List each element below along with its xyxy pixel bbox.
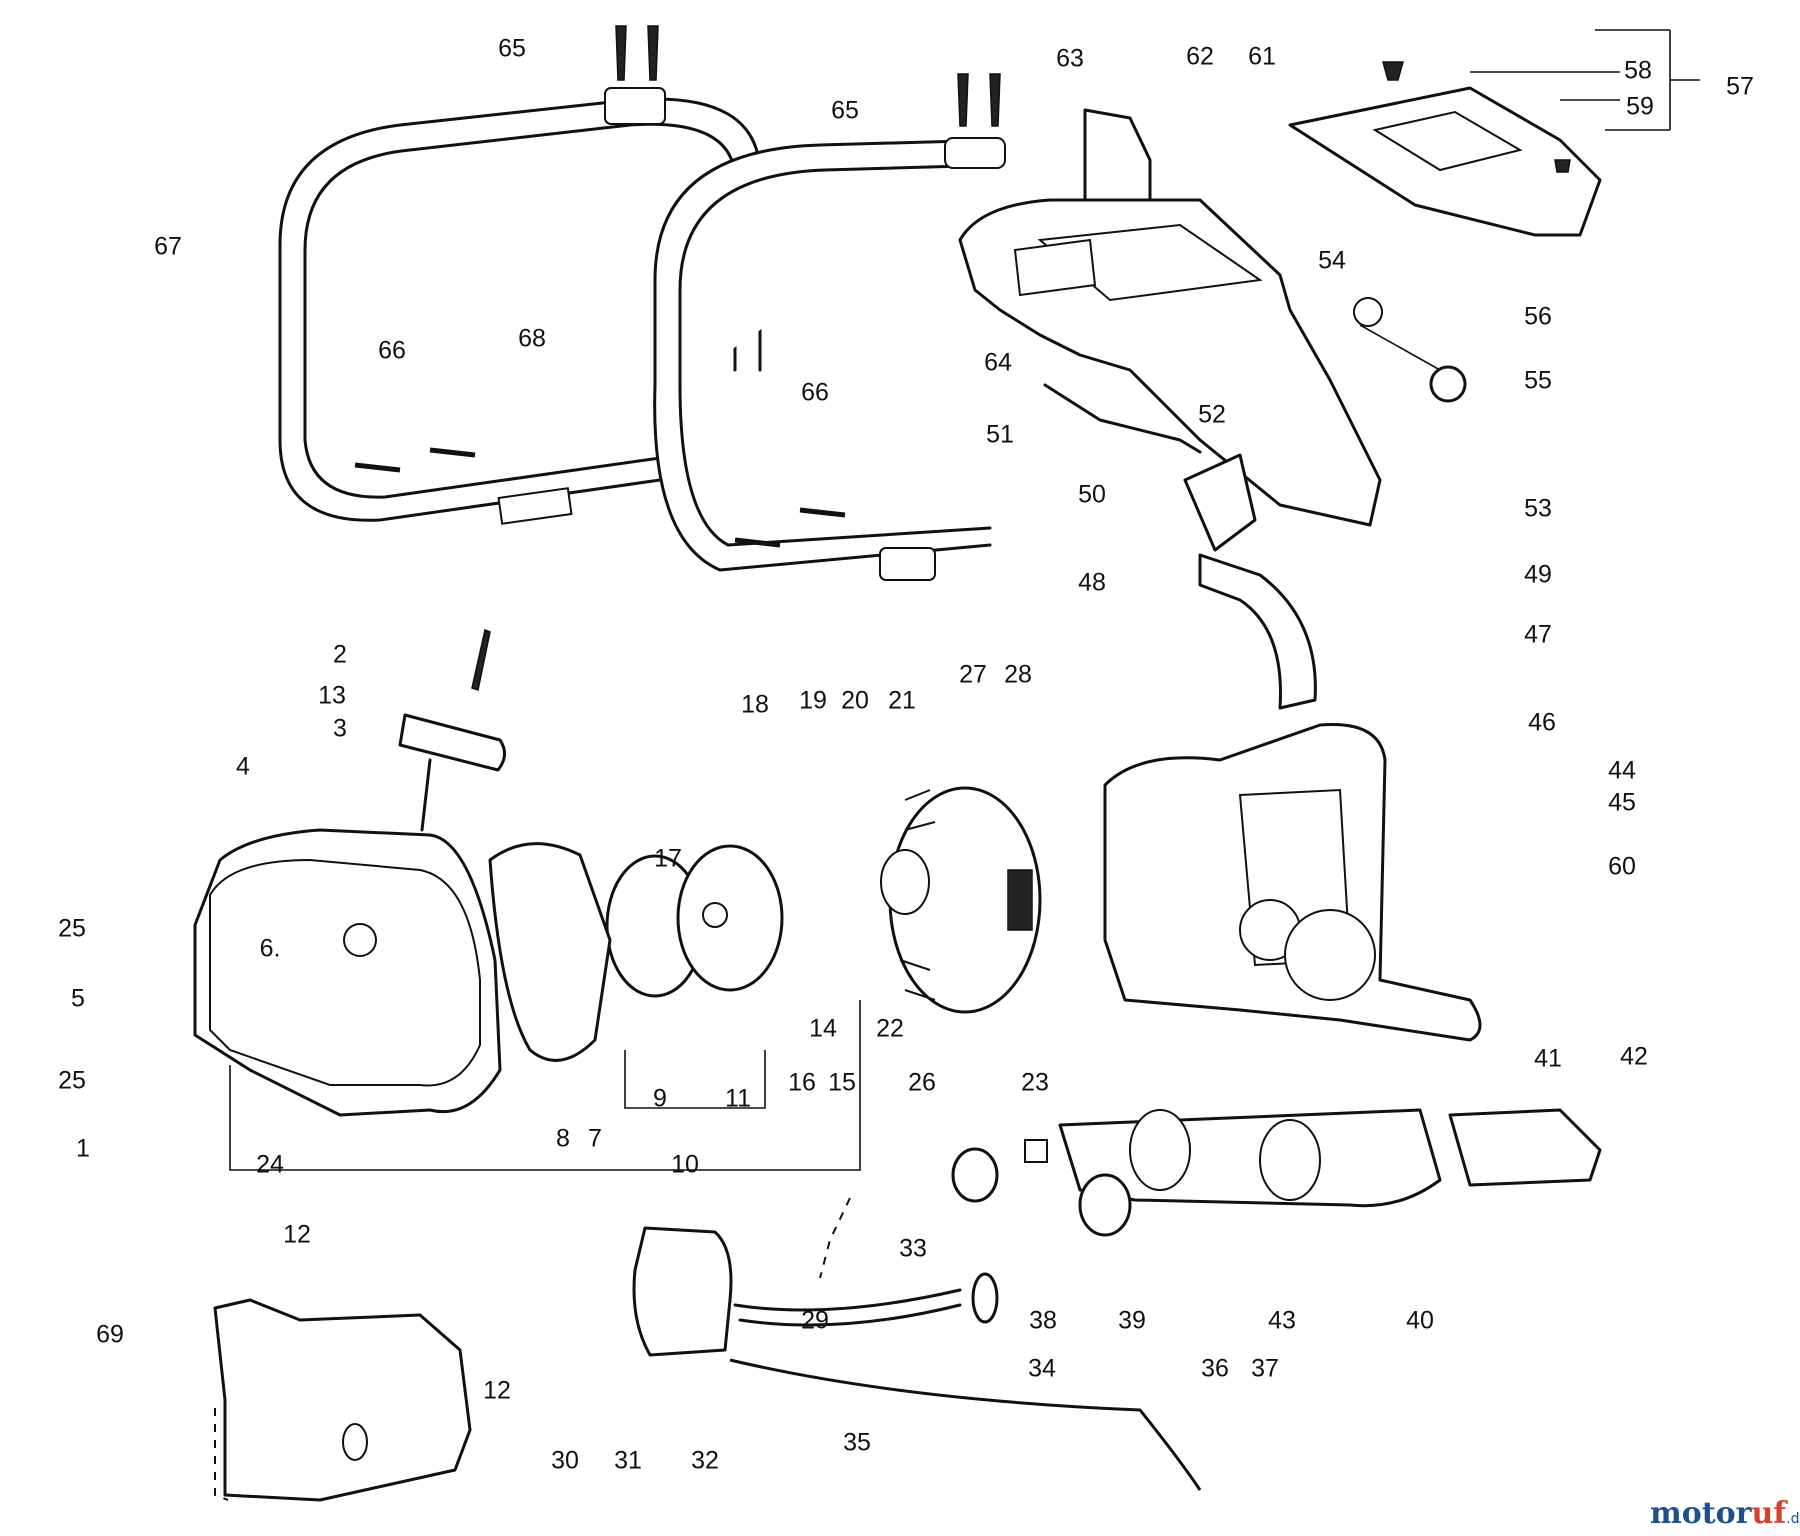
callout-13: 13 xyxy=(318,682,346,710)
callout-37: 37 xyxy=(1251,1355,1279,1383)
callout-40: 40 xyxy=(1406,1307,1434,1335)
callout-29: 29 xyxy=(801,1307,829,1335)
part-32-ignition-coil xyxy=(632,1226,1202,1491)
callout-56: 56 xyxy=(1524,303,1552,331)
callout-25: 25 xyxy=(58,1067,86,1095)
callout-49: 49 xyxy=(1524,561,1552,589)
callout-47: 47 xyxy=(1524,621,1552,649)
callout-67: 67 xyxy=(154,233,182,261)
callout-45: 45 xyxy=(1608,789,1636,817)
callout-41: 41 xyxy=(1534,1045,1562,1073)
bracket-lines xyxy=(214,29,1700,1501)
part-65-screws xyxy=(615,25,1001,127)
callout-31: 31 xyxy=(614,1447,642,1475)
callout-64: 64 xyxy=(984,349,1012,377)
callout-4: 4 xyxy=(236,753,250,781)
part-23-flywheel xyxy=(880,786,1042,1014)
callout-11: 11 xyxy=(725,1085,751,1113)
callout-2: 2 xyxy=(333,641,347,669)
callout-26: 26 xyxy=(908,1069,936,1097)
callout-32: 32 xyxy=(691,1447,719,1475)
callout-6: 6. xyxy=(260,935,281,963)
callout-65: 65 xyxy=(831,97,859,125)
callout-8: 8 xyxy=(556,1125,570,1153)
callout-54: 54 xyxy=(1318,247,1346,275)
callout-50: 50 xyxy=(1078,481,1106,509)
watermark-logo: motoruf.de xyxy=(1650,1496,1800,1531)
callout-15: 15 xyxy=(828,1069,856,1097)
callout-61: 61 xyxy=(1248,43,1276,71)
part-38-39-mounts xyxy=(951,1139,1132,1237)
callout-51: 51 xyxy=(986,421,1014,449)
callout-62: 62 xyxy=(1186,43,1214,71)
part-64-handle-housing xyxy=(958,108,1382,527)
part-55-56-choke xyxy=(1353,297,1467,403)
part-7-8-plate xyxy=(488,842,612,1062)
callout-52: 52 xyxy=(1198,401,1226,429)
callout-48: 48 xyxy=(1078,569,1106,597)
part-69-chain-guard xyxy=(213,1298,472,1502)
callout-42: 42 xyxy=(1620,1043,1648,1071)
callout-69: 69 xyxy=(96,1321,124,1349)
callout-63: 63 xyxy=(1056,45,1084,73)
callout-23: 23 xyxy=(1021,1069,1049,1097)
callout-57: 57 xyxy=(1726,73,1754,101)
callout-20: 20 xyxy=(841,687,869,715)
part-67-front-handle xyxy=(278,87,762,525)
callout-22: 22 xyxy=(876,1015,904,1043)
part-57-cover xyxy=(1288,61,1602,237)
callout-43: 43 xyxy=(1268,1307,1296,1335)
callout-18: 18 xyxy=(741,691,769,719)
callout-3: 3 xyxy=(333,715,347,743)
callout-38: 38 xyxy=(1029,1307,1057,1335)
callout-59: 59 xyxy=(1626,93,1654,121)
callout-16: 16 xyxy=(788,1069,816,1097)
callout-12: 12 xyxy=(283,1221,311,1249)
part-3-starter-grip xyxy=(398,628,506,832)
part-5-starter-housing xyxy=(193,828,502,1117)
callout-28: 28 xyxy=(1004,661,1032,689)
callout-30: 30 xyxy=(551,1447,579,1475)
callout-35: 35 xyxy=(843,1429,871,1457)
callout-68: 68 xyxy=(518,325,546,353)
callout-24: 24 xyxy=(256,1151,284,1179)
callout-33: 33 xyxy=(899,1235,927,1263)
callout-25: 25 xyxy=(58,915,86,943)
callout-19: 19 xyxy=(799,687,827,715)
callout-9: 9 xyxy=(653,1085,667,1113)
part-47-trigger xyxy=(1043,383,1317,710)
callout-46: 46 xyxy=(1528,709,1556,737)
part-66-screws xyxy=(354,447,846,548)
callout-14: 14 xyxy=(809,1015,837,1043)
part-9-11-clutch xyxy=(605,844,784,998)
callout-66: 66 xyxy=(801,379,829,407)
callout-39: 39 xyxy=(1118,1307,1146,1335)
callout-53: 53 xyxy=(1524,495,1552,523)
callout-55: 55 xyxy=(1524,367,1552,395)
callout-5: 5 xyxy=(71,985,85,1013)
callout-27: 27 xyxy=(959,661,987,689)
callout-10: 10 xyxy=(671,1151,699,1179)
callout-60: 60 xyxy=(1608,853,1636,881)
callout-58: 58 xyxy=(1624,57,1652,85)
callout-36: 36 xyxy=(1201,1355,1229,1383)
part-crankcase xyxy=(1103,722,1482,1042)
callout-66: 66 xyxy=(378,337,406,365)
part-68-rear-handle xyxy=(653,137,1006,581)
callout-21: 21 xyxy=(888,687,916,715)
callout-44: 44 xyxy=(1608,757,1636,785)
callout-7: 7 xyxy=(588,1125,602,1153)
callout-17: 17 xyxy=(654,845,682,873)
callout-1: 1 xyxy=(76,1135,90,1163)
callout-12: 12 xyxy=(483,1377,511,1405)
callout-34: 34 xyxy=(1028,1355,1056,1383)
callout-65: 65 xyxy=(498,35,526,63)
part-40-tank xyxy=(1058,1108,1602,1208)
